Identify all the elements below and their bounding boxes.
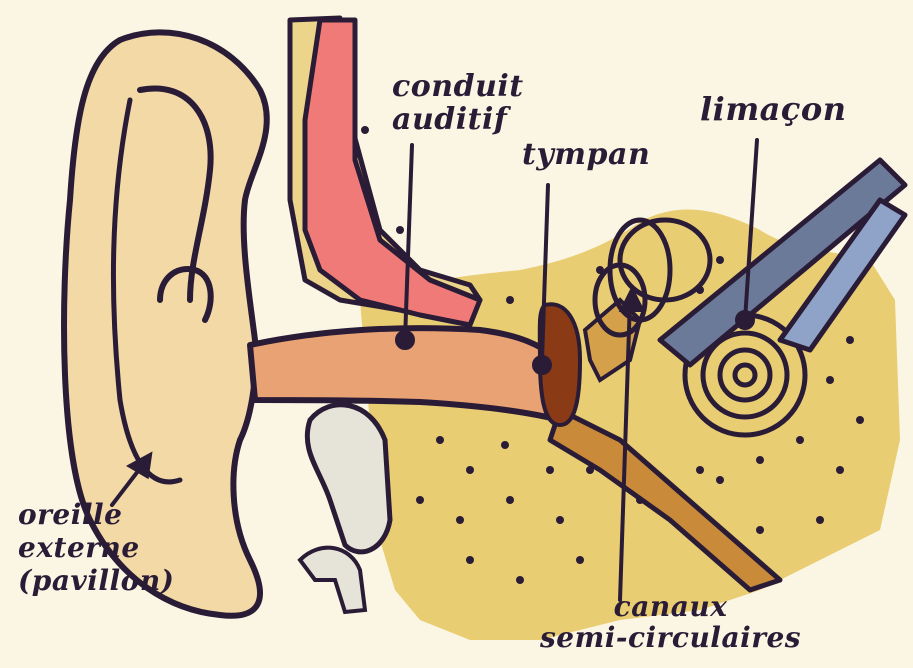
label-canaux-line1: canaux	[540, 592, 801, 623]
label-oreille-externe: oreille externe (pavillon)	[18, 500, 174, 598]
label-conduit-auditif: conduit auditif	[392, 70, 524, 136]
label-tympan: tympan	[522, 138, 650, 171]
jaw-bone	[307, 405, 390, 552]
label-oreille-line1: oreille	[18, 500, 174, 531]
label-canaux-line2: semi-circulaires	[540, 623, 801, 654]
label-oreille-line3: (pavillon)	[18, 566, 174, 597]
label-conduit-line1: conduit	[392, 70, 524, 103]
label-oreille-line2: externe	[18, 533, 174, 564]
styloid	[300, 548, 365, 612]
label-conduit-line2: auditif	[392, 103, 524, 136]
label-limacon: limaçon	[700, 92, 847, 127]
label-canaux-semi-circulaires: canaux semi-circulaires	[540, 592, 801, 654]
